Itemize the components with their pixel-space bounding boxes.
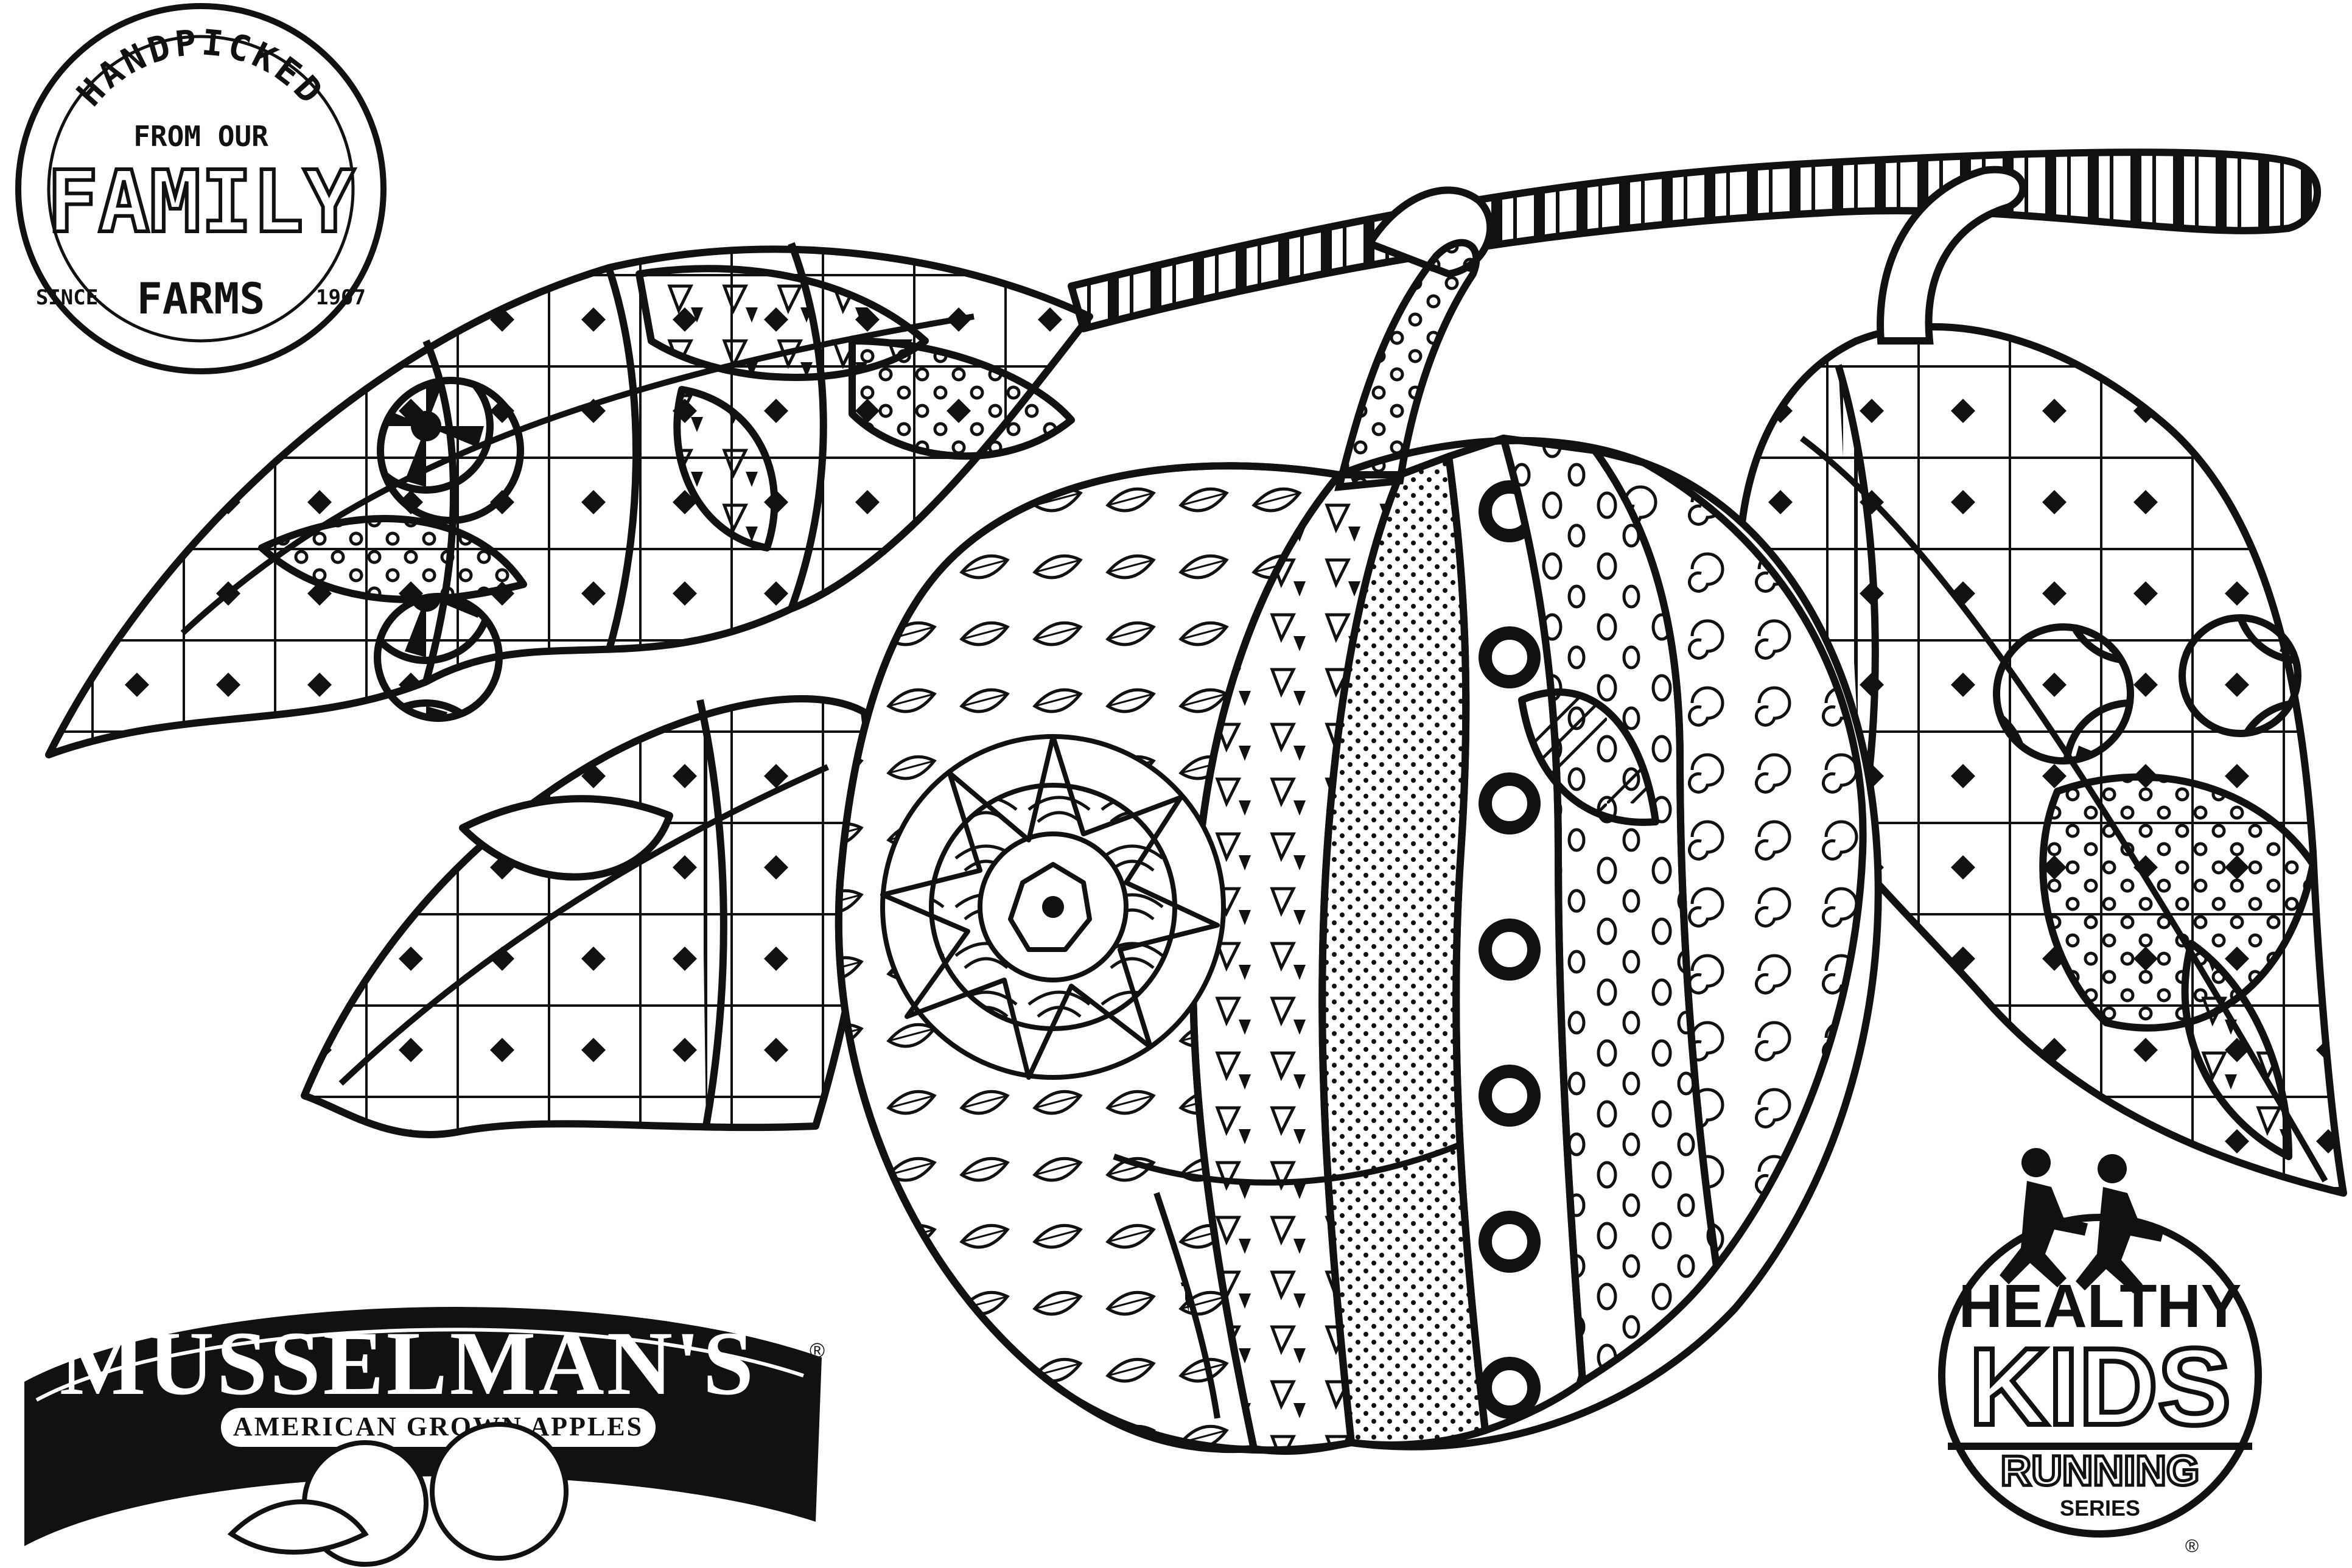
brand-name: MUSSELMAN'S xyxy=(60,1313,756,1414)
right-leaf-stem xyxy=(1877,166,2027,345)
kids-line-1: HEALTHY xyxy=(1959,1272,2242,1340)
stamp-line-4: FARMS xyxy=(137,274,265,324)
musselmans-logo: MUSSELMAN'S ® AMERICAN GROWN APPLES xyxy=(24,1307,825,1567)
stamp-line-2: FROM OUR xyxy=(133,120,268,153)
branch xyxy=(1068,149,2322,332)
brand-registered-mark: ® xyxy=(810,1339,825,1362)
kids-line-3: RUNNING xyxy=(2001,1447,2200,1494)
kids-registered-mark: ® xyxy=(2185,1536,2199,1556)
brand-tagline: AMERICAN GROWN APPLES xyxy=(233,1412,643,1441)
healthy-kids-logo: HEALTHY KIDS RUNNING SERIES ® xyxy=(1938,1148,2262,1556)
leaf-left-bottom xyxy=(301,695,873,1138)
apple-stem xyxy=(1334,239,1480,491)
kids-line-4: SERIES xyxy=(2060,1496,2140,1521)
family-farms-stamp: HANDPICKED FROM OUR FAMILY SINCE FARMS 1… xyxy=(15,3,387,374)
apple xyxy=(835,435,1882,1455)
kids-line-2: KIDS xyxy=(1969,1326,2231,1448)
leaf-left-top xyxy=(45,242,1093,758)
running-kids-icon xyxy=(2000,1148,2164,1293)
stamp-right-tag: 1907 xyxy=(316,285,366,310)
brand-apples-icon xyxy=(227,1422,569,1567)
leaf-right xyxy=(1735,323,2347,1197)
stamp-left-tag: SINCE xyxy=(36,285,98,310)
stamp-line-3: FAMILY xyxy=(47,153,355,252)
mandala xyxy=(880,734,1226,1080)
